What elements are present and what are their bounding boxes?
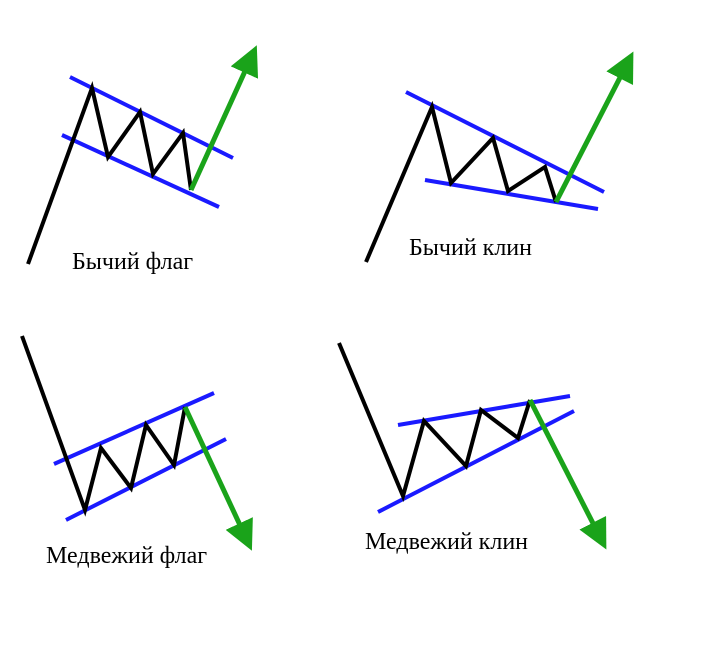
bull-flag-lower-trendline: [61, 133, 220, 209]
bear-flag-caption: Медвежий флаг: [46, 543, 208, 569]
bull-flag-caption: Бычий флаг: [72, 249, 194, 275]
bear-wedge-breakout-arrow: [527, 398, 607, 550]
bear-wedge-pattern: [337, 342, 607, 550]
bear-flag-pattern: [20, 335, 253, 551]
bear-flag-breakout-arrow: [182, 405, 253, 551]
bull-flag-price-line: [26, 80, 193, 265]
bull-wedge-price-line: [364, 100, 558, 263]
bull-wedge-pattern: [364, 51, 634, 263]
bear-flag-price-line: [20, 335, 187, 517]
bull-flag-pattern: [26, 45, 259, 265]
bear-flag-lower-trendline: [65, 437, 227, 522]
bull-wedge-lower-trendline: [424, 178, 599, 211]
bear-wedge-caption: Медвежий клин: [365, 529, 529, 555]
bull-wedge-caption: Бычий клин: [409, 235, 532, 261]
bull-flag-upper-trendline: [69, 75, 234, 160]
bull-flag-breakout-arrow: [188, 45, 259, 192]
bear-wedge-lower-trendline: [377, 409, 575, 514]
bull-wedge-breakout-arrow: [553, 51, 634, 204]
bear-flag-upper-trendline: [53, 391, 215, 466]
bear-wedge-price-line: [337, 342, 532, 503]
